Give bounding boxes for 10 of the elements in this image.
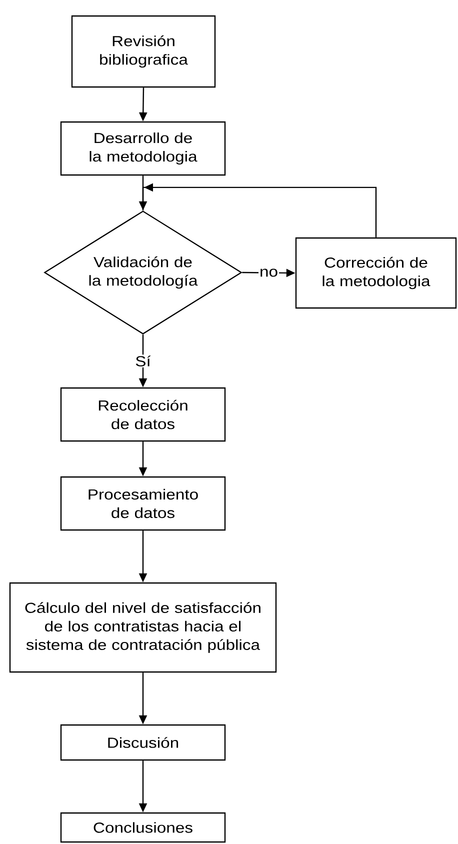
process-box: Desarrollo de la metodologia (60, 121, 226, 176)
process-box: Recolección de datos (60, 387, 226, 442)
process-box: Procesamiento de datos (60, 476, 226, 531)
process-box: Corrección de la metodologia (295, 237, 457, 309)
edge-label: no (258, 268, 280, 278)
process-box: Discusión (60, 724, 226, 761)
edge-label: Sí (134, 354, 152, 368)
process-box: Revisión bibliografica (71, 15, 216, 88)
process-box: Conclusiones (60, 812, 226, 843)
process-box: Cálculo del nivel de satisfacción de los contratistas hacia el sistema de contratación pública (9, 582, 277, 673)
